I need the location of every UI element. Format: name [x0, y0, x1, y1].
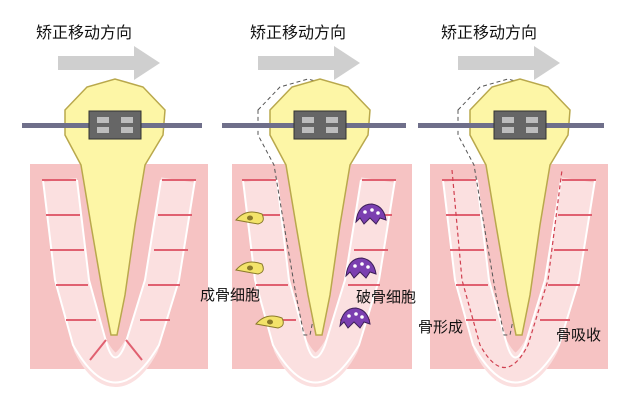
bracket-icon — [88, 110, 142, 140]
osteoblast-cell-icon — [235, 211, 284, 329]
osteoblast-label: 成骨细胞 — [200, 286, 260, 304]
original-socket-outline — [451, 169, 563, 369]
bracket-icon — [493, 110, 547, 140]
bone-formation-label: 骨形成 — [418, 318, 463, 336]
panel-3: 矫正移动方向 — [418, 23, 608, 383]
bone-resorption-label: 骨吸收 — [556, 326, 601, 344]
panel-2: 矫正移动方向 — [200, 23, 416, 383]
bracket-icon — [293, 110, 347, 140]
direction-label-3: 矫正移动方向 — [441, 23, 537, 42]
direction-label-2: 矫正移动方向 — [250, 23, 346, 42]
arrow-right-icon — [258, 46, 360, 80]
arrow-right-icon — [58, 46, 160, 80]
panel-1: 矫正移动方向 — [22, 23, 208, 383]
arrow-right-icon — [458, 46, 560, 80]
periodontal-ligament-3 — [442, 180, 596, 383]
direction-label-1: 矫正移动方向 — [36, 23, 132, 42]
osteoclast-label: 破骨细胞 — [356, 288, 416, 306]
periodontal-ligament-1 — [42, 180, 196, 383]
osteoclast-cell-icon — [339, 203, 387, 329]
